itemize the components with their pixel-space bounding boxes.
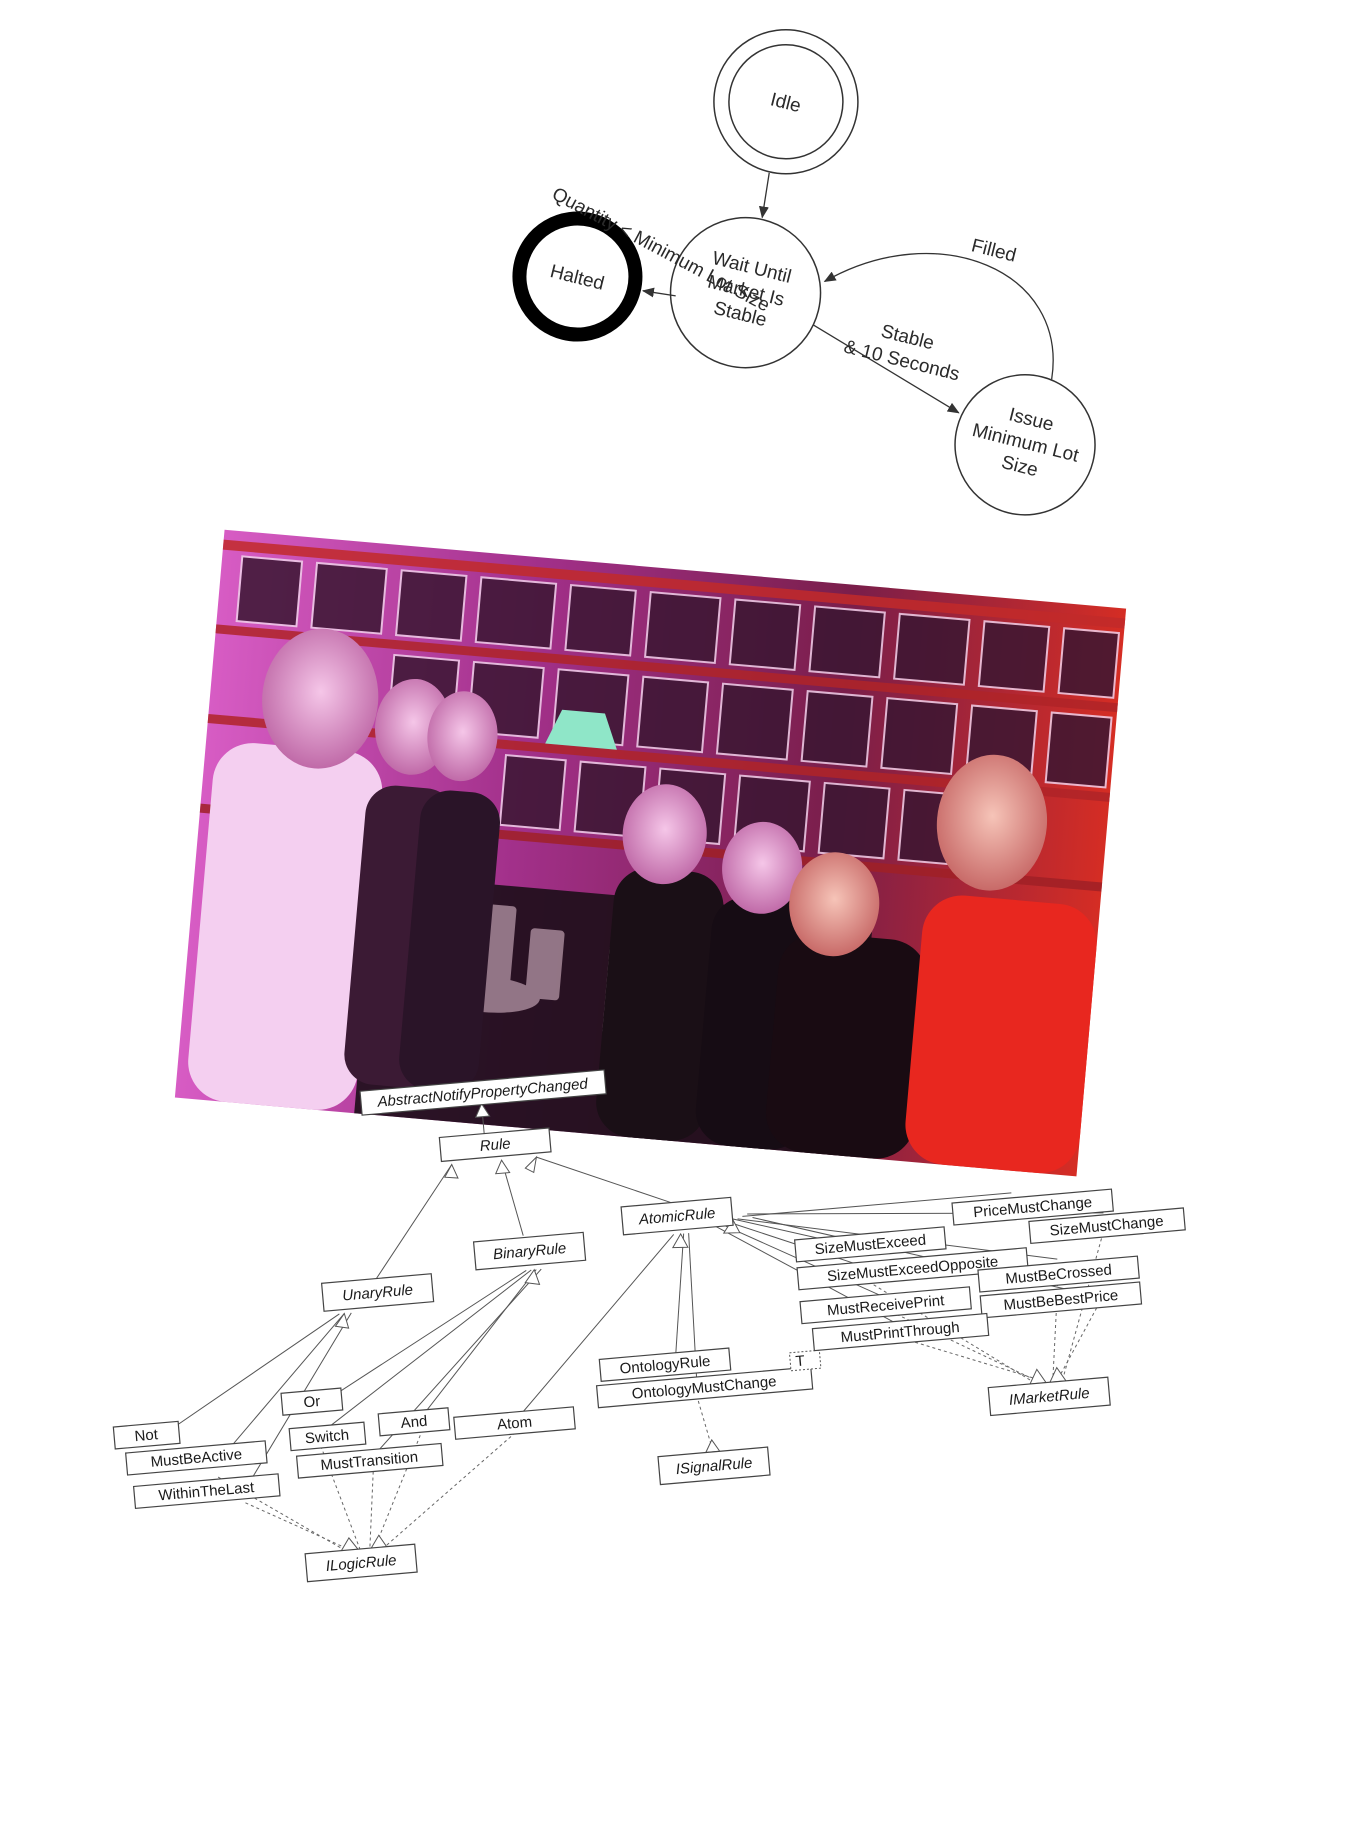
state-idle: Idle — [713, 29, 859, 175]
interface-isignal-rule: ISignalRule — [657, 1446, 771, 1486]
class-not: Not — [112, 1420, 181, 1450]
class-must-be-crossed: MustBeCrossed — [977, 1255, 1140, 1293]
state-diagram: Idle Wait Until Market Is Stable Halted … — [512, 29, 1096, 516]
transition-issue-to-wait-filled — [823, 252, 1054, 380]
class-atomic-rule: AtomicRule — [620, 1196, 734, 1236]
class-binary-label: BinaryRule — [492, 1240, 567, 1263]
state-issue-minimum-lot-size: Issue Minimum Lot Size — [954, 374, 1096, 516]
class-atomic-label: AtomicRule — [637, 1205, 716, 1229]
class-switch-label: Switch — [304, 1427, 350, 1448]
photo-person-3 — [399, 691, 500, 1092]
class-must-transition: MustTransition — [295, 1442, 444, 1479]
class-must-be-active: MustBeActive — [125, 1440, 268, 1476]
interface-imarket-rule: IMarketRule — [987, 1376, 1111, 1417]
class-diagram: AbstractNotifyPropertyChanged Rule Unary… — [112, 1069, 1186, 1583]
class-not-label: Not — [134, 1426, 160, 1445]
transition-idle-to-wait — [758, 172, 770, 219]
class-rule-label: Rule — [479, 1135, 511, 1155]
interface-ilogic-rule: ILogicRule — [304, 1543, 418, 1583]
class-within-the-last: WithinTheLast — [132, 1473, 281, 1510]
photo-lamp — [545, 709, 617, 750]
interface-ilogic-label: ILogicRule — [325, 1552, 397, 1575]
class-and-label: And — [400, 1413, 428, 1432]
class-rule: Rule — [438, 1127, 552, 1163]
class-unary-rule: UnaryRule — [320, 1273, 435, 1312]
photo-person-6 — [765, 852, 928, 1159]
state-wait-until-stable: Wait Until Market Is Stable — [669, 216, 822, 369]
photo-person-7 — [905, 754, 1097, 1174]
class-switch: Switch — [288, 1421, 367, 1452]
class-unary-label: UnaryRule — [342, 1281, 414, 1304]
transition-wait-to-issue — [813, 324, 960, 414]
class-or-label: Or — [303, 1393, 321, 1411]
class-diagram-arrowheads — [334, 1102, 1067, 1554]
class-or: Or — [280, 1387, 344, 1416]
class-atom: Atom — [453, 1406, 576, 1440]
photo-person-4 — [596, 784, 724, 1141]
transition-wait-to-halted — [641, 287, 676, 298]
class-atom-label: Atom — [496, 1414, 532, 1434]
interface-isignal-label: ISignalRule — [675, 1455, 753, 1479]
class-and: And — [377, 1407, 451, 1437]
class-must-print-through: MustPrintThrough — [811, 1312, 990, 1352]
type-parameter-t: T — [795, 1353, 806, 1371]
interface-imarket-label: IMarketRule — [1008, 1385, 1090, 1409]
class-binary-rule: BinaryRule — [472, 1231, 587, 1271]
state-halted: Halted — [512, 211, 643, 342]
photo-person-1 — [188, 628, 383, 1110]
class-ontology-rule: OntologyRule — [598, 1347, 732, 1382]
group-photo — [174, 529, 1127, 1177]
